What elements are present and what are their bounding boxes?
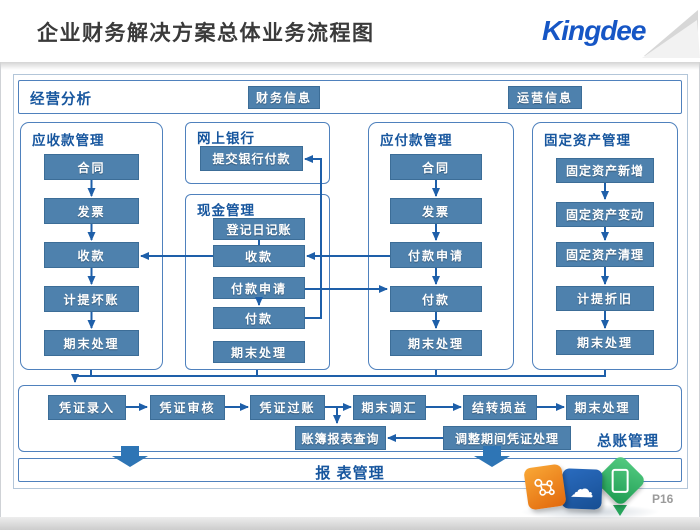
step-period-end-revaluation: 期末调汇 (353, 395, 426, 420)
step-ap-payment-request: 付款申请 (390, 242, 482, 268)
step-ap-contract: 合同 (390, 154, 482, 180)
step-cash-receipt: 收款 (213, 245, 305, 267)
step-voucher-entry: 凭证录入 (48, 395, 126, 420)
step-adjustment-period-voucher: 调整期间凭证处理 (443, 426, 571, 450)
step-bad-debt-provision: 计提坏账 (44, 286, 139, 312)
green-cube-stand (613, 505, 627, 516)
bottom-strip (0, 517, 700, 530)
analysis-bar (18, 80, 682, 114)
receivables-title: 应收款管理 (32, 133, 105, 148)
step-ap-invoice: 发票 (390, 198, 482, 224)
step-cash-payment: 付款 (213, 307, 305, 329)
page-title: 企业财务解决方案总体业务流程图 (37, 22, 375, 45)
report-bar-label: 报 表管理 (315, 465, 385, 482)
kingdee-logo: Kingdee (542, 15, 646, 46)
online-banking-title: 网上银行 (197, 131, 255, 146)
molecule-cube-icon (523, 463, 567, 511)
diagram-frame (13, 74, 688, 489)
analysis-label: 经营分析 (30, 92, 92, 108)
cloud-glyph: ☁ (569, 474, 595, 504)
step-voucher-posting: 凭证过账 (250, 395, 325, 420)
step-ap-period-end: 期末处理 (390, 330, 482, 356)
cloud-cube-icon: ☁ (561, 468, 603, 510)
fixed-assets-title: 固定资产管理 (544, 133, 631, 148)
ribbon-curl-icon (642, 10, 700, 58)
step-fa-change: 固定资产变动 (556, 202, 654, 227)
page-number: P16 (652, 492, 674, 506)
step-receipt: 收款 (44, 242, 139, 268)
molecule-glyph (534, 478, 555, 496)
step-period-end: 期末处理 (44, 330, 139, 356)
step-journal-entry: 登记日记账 (213, 218, 305, 240)
step-invoice: 发票 (44, 198, 139, 224)
cash-title: 现金管理 (197, 203, 255, 218)
step-ledger-report-query: 账簿报表查询 (295, 426, 386, 450)
header-divider (0, 62, 700, 70)
step-cash-period-end: 期末处理 (213, 341, 305, 363)
operation-info-box: 运营信息 (508, 86, 582, 109)
step-fa-depreciation: 计提折旧 (556, 286, 654, 311)
general-ledger-title: 总账管理 (597, 434, 659, 450)
step-profit-transfer: 结转损益 (463, 395, 537, 420)
phone-glyph (612, 468, 629, 493)
step-contract: 合同 (44, 154, 139, 180)
step-fa-period-end: 期末处理 (556, 330, 654, 355)
footer-logo-icons: ☁ (520, 454, 680, 524)
step-cash-payment-request: 付款申请 (213, 277, 305, 299)
financial-info-box: 财务信息 (248, 86, 320, 109)
step-fa-disposal: 固定资产清理 (556, 242, 654, 267)
step-voucher-audit: 凭证审核 (150, 395, 225, 420)
step-ap-payment: 付款 (390, 286, 482, 312)
step-submit-bank-payment: 提交银行付款 (200, 146, 303, 171)
slide-header: 企业财务解决方案总体业务流程图 Kingdee (0, 0, 700, 62)
step-fa-addition: 固定资产新增 (556, 158, 654, 183)
payables-title: 应付款管理 (380, 133, 453, 148)
step-gl-period-end: 期末处理 (566, 395, 639, 420)
